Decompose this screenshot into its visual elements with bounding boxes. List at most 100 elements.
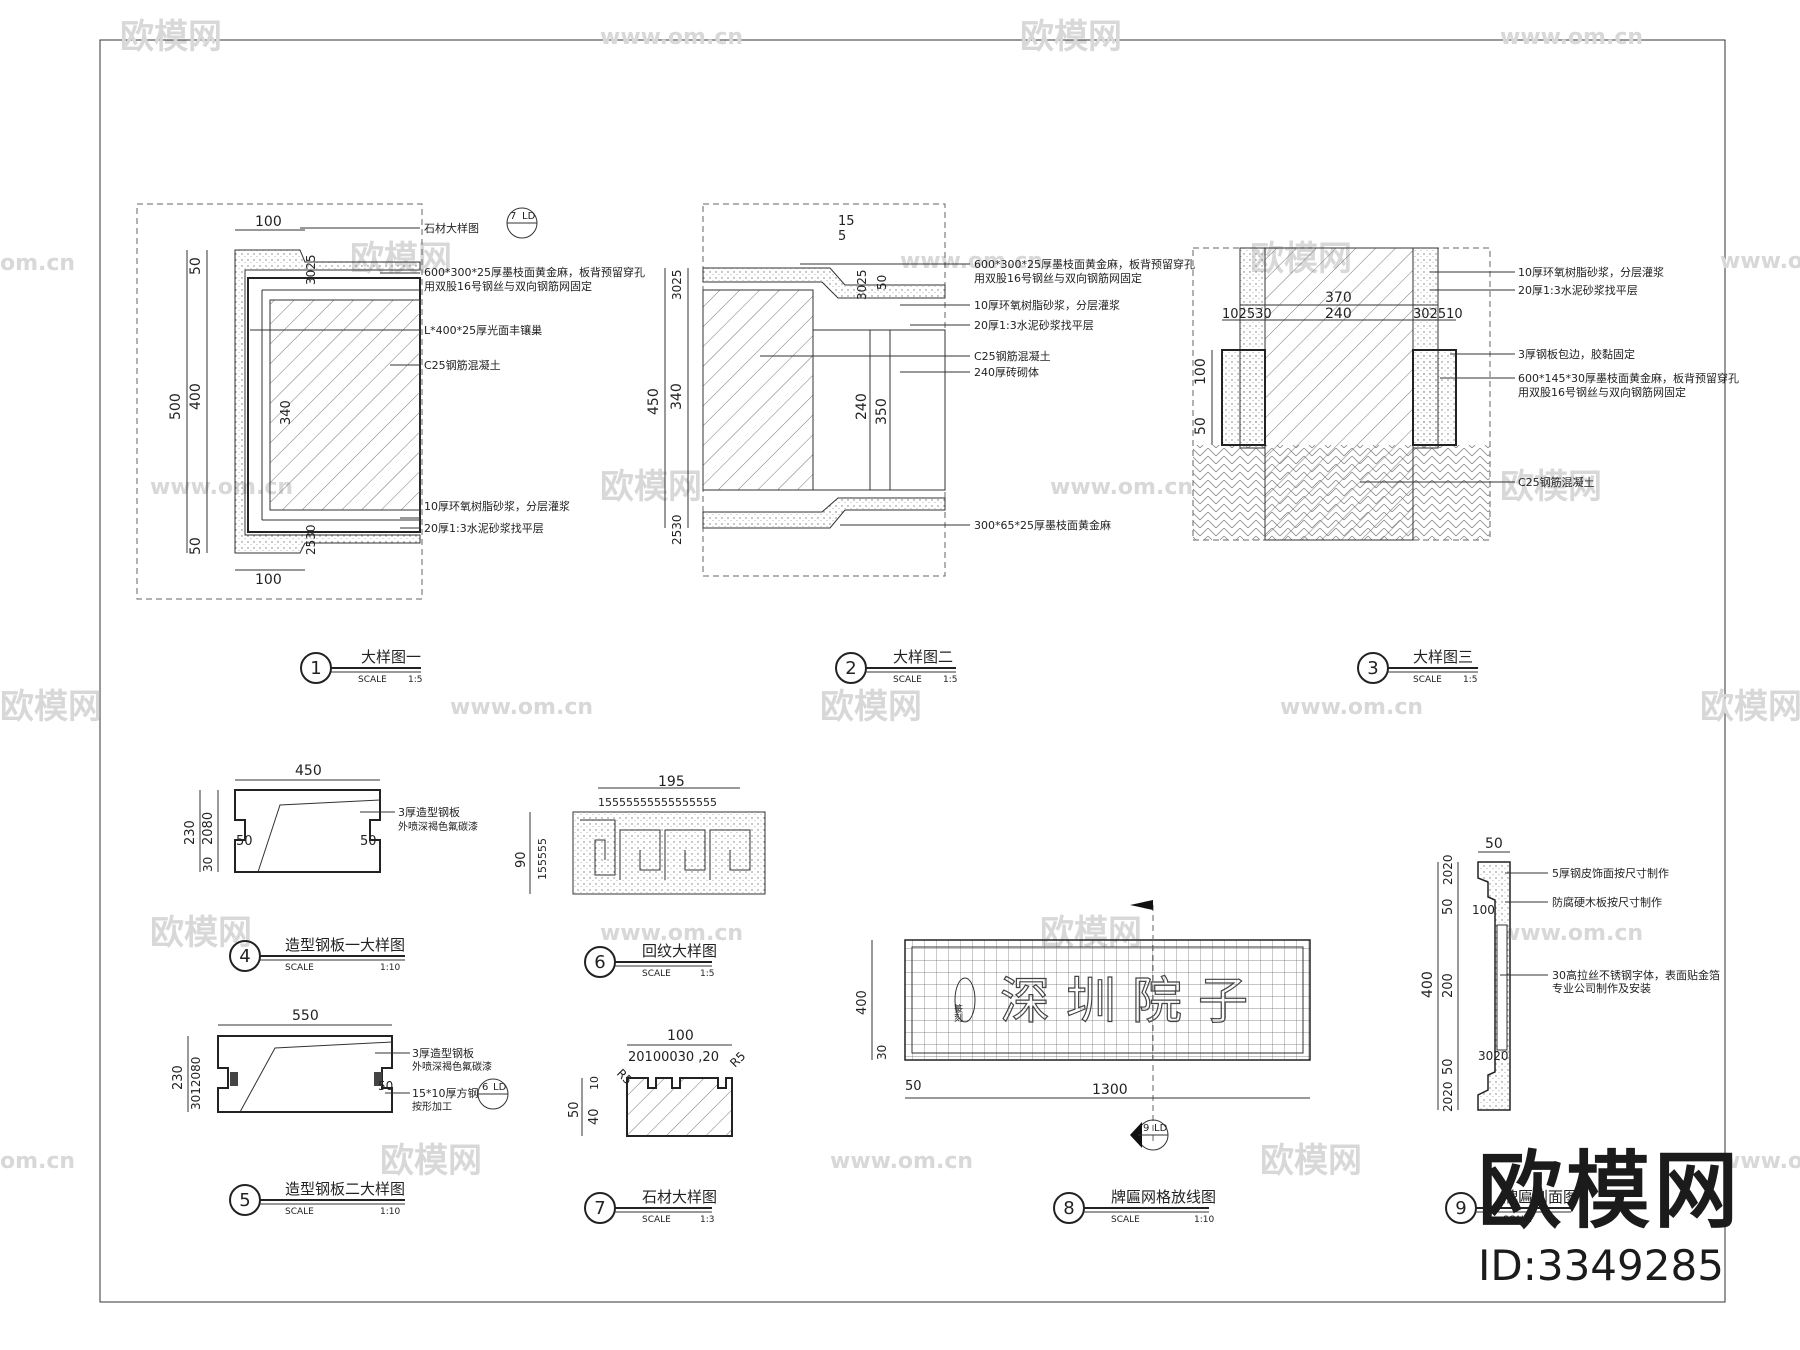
dim-3025-right: 3025 [855, 269, 869, 300]
note: 600*300*25厚墨枝面黄金麻，板背预留穿孔 [974, 257, 1195, 271]
dim-right: 302510 [1413, 307, 1463, 322]
note: 20厚1:3水泥砂浆找平层 [1518, 283, 1638, 297]
watermark-logo: 欧模网 [380, 1141, 482, 1181]
dim-40: 40 [587, 1108, 602, 1125]
dim-3025: 3025 [304, 254, 318, 285]
note: 用双股16号钢丝与双向钢筋网固定 [1518, 385, 1686, 399]
scale-value: 1:10 [1194, 1215, 1214, 1225]
dim-100: 100 [1472, 903, 1495, 917]
view-title: 2 大样图二 SCALE 1:5 [835, 648, 957, 685]
scale-value: 1:5 [1463, 675, 1477, 685]
dim-340: 340 [279, 400, 294, 425]
view-number: 5 [239, 1190, 250, 1211]
note: 20厚1:3水泥砂浆找平层 [974, 318, 1094, 332]
dim-bottom: 100 [255, 572, 282, 588]
view-number: 9 [1455, 1198, 1466, 1219]
note: 30高拉丝不锈钢字体，表面贴金箔 [1552, 968, 1720, 982]
watermark-url: www.om.cn [1720, 249, 1800, 274]
brick-wall [812, 329, 946, 491]
steel-plate-profile [217, 1035, 393, 1113]
wood-board [1496, 924, 1508, 1051]
watermark-url: om.cn [0, 1149, 75, 1174]
watermark-logo: 欧模网 [120, 17, 222, 57]
stone-top [702, 267, 946, 299]
ref-sheet: LD [493, 1082, 507, 1093]
dim-450: 450 [646, 388, 662, 415]
dim-1300: 1300 [1092, 1082, 1128, 1098]
scale-value: 1:10 [380, 963, 400, 973]
fret-band [572, 811, 766, 895]
view-title-text: 造型钢板二大样图 [285, 1180, 405, 1198]
dim-30: 30 [875, 1045, 889, 1060]
base-stone-right [1412, 349, 1457, 446]
detail-8: 篆刻 深圳院子 1300 50 400 30 9 LD [855, 900, 1311, 1151]
dim-50-top: 50 [1485, 836, 1503, 852]
dim-2020-top: 2020 [1441, 854, 1455, 885]
signboard-grid [904, 939, 1311, 1061]
dim-230: 230 [183, 820, 198, 845]
watermark-logo: 欧模网 [0, 687, 102, 727]
scale-value: 1:3 [700, 1215, 714, 1225]
view-number: 6 [594, 952, 605, 973]
dim-350: 350 [874, 398, 890, 425]
detail-6: 195 15555555555555555 90 155555 [514, 774, 766, 895]
dim-15: 15 [838, 214, 855, 229]
watermark-logo: 欧模网 [1700, 687, 1800, 727]
signboard-text: 深圳院子 [1000, 972, 1264, 1030]
view-title-text: 牌匾网格放线图 [1111, 1188, 1216, 1206]
dim-100: 100 [1193, 358, 1209, 385]
view-title: 9 牌匾剖面图 SCALE [1445, 1188, 1578, 1225]
detail-9: 50 400 200 50 50 2020 2020 100 3020 5厚钢皮… [1420, 836, 1720, 1112]
dim-50-bottom: 50 [188, 537, 204, 555]
dim-2020-bottom: 2020 [1441, 1081, 1455, 1112]
dim-370: 370 [1325, 290, 1352, 306]
dim-550: 550 [292, 1008, 319, 1024]
view-title: 7 石材大样图 SCALE 1:3 [584, 1188, 717, 1225]
dim-10: 10 [588, 1076, 601, 1090]
dim-240: 240 [1325, 306, 1352, 322]
detail-7: 100 20100030 ,20 50 40 10 R5 R5 [567, 1028, 748, 1137]
dim-ticks: 15555555555555555 [598, 796, 717, 809]
watermark-url: www.om.cn [1280, 695, 1423, 720]
view-number: 8 [1063, 1198, 1074, 1219]
dim-50-right: 50 [360, 834, 377, 849]
dim-450: 450 [295, 763, 322, 779]
stone-cladding [234, 249, 421, 554]
ref-num: 6 [482, 1082, 488, 1093]
dim-340: 340 [669, 383, 685, 410]
note: 600*300*25厚墨枝面黄金麻，板背预留穿孔 [424, 265, 645, 279]
note: 5厚钢皮饰面按尺寸制作 [1552, 866, 1669, 880]
dim-195: 195 [658, 774, 685, 790]
note: 20厚1:3水泥砂浆找平层 [424, 521, 544, 535]
concrete-core [269, 299, 421, 511]
note: 3厚钢板包边，胶黏固定 [1518, 347, 1635, 361]
dim-400: 400 [1420, 971, 1436, 998]
watermark-url: www.om.cn [1050, 475, 1193, 500]
scale-label: SCALE [642, 1215, 671, 1225]
detail-1-frame [136, 203, 423, 600]
detail-4: 450 230 2080 30 50 50 3厚造型钢板 外喷深褐色氟碳漆 [183, 763, 478, 873]
scale-label: SCALE [285, 963, 314, 973]
note: 用双股16号钢丝与双向钢筋网固定 [974, 271, 1142, 285]
note: L*400*25厚光面丰镶巢 [424, 323, 542, 337]
note: 240厚砖砌体 [974, 365, 1039, 379]
dim-240: 240 [854, 393, 870, 420]
view-number: 7 [594, 1198, 605, 1219]
dim-50: 50 [567, 1101, 582, 1118]
view-title-text: 牌匾剖面图 [1503, 1188, 1578, 1206]
steel-plate-curve [239, 1041, 393, 1113]
note: 按形加工 [412, 1100, 452, 1113]
dim-2080: 2080 [201, 812, 216, 845]
scale-label: SCALE [1503, 1215, 1532, 1225]
note: C25钢筋混凝土 [424, 358, 501, 372]
dim-50-right: 50 [378, 1079, 393, 1093]
detail-3: 370 240 102530 302510 100 50 10厚环氧树脂砂浆，分… [1192, 247, 1739, 541]
view-title-text: 造型钢板一大样图 [285, 936, 405, 954]
view-number: 1 [310, 658, 321, 679]
note: 300*65*25厚墨枝面黄金麻 [974, 518, 1111, 532]
dim-50-right: 50 [875, 275, 889, 290]
note: 10厚环氧树脂砂浆，分层灌浆 [424, 499, 570, 513]
dim-parts: 20100030 ,20 [628, 1050, 719, 1065]
seal-oval [954, 977, 976, 1023]
watermark-url: www.om.cn [600, 25, 743, 50]
